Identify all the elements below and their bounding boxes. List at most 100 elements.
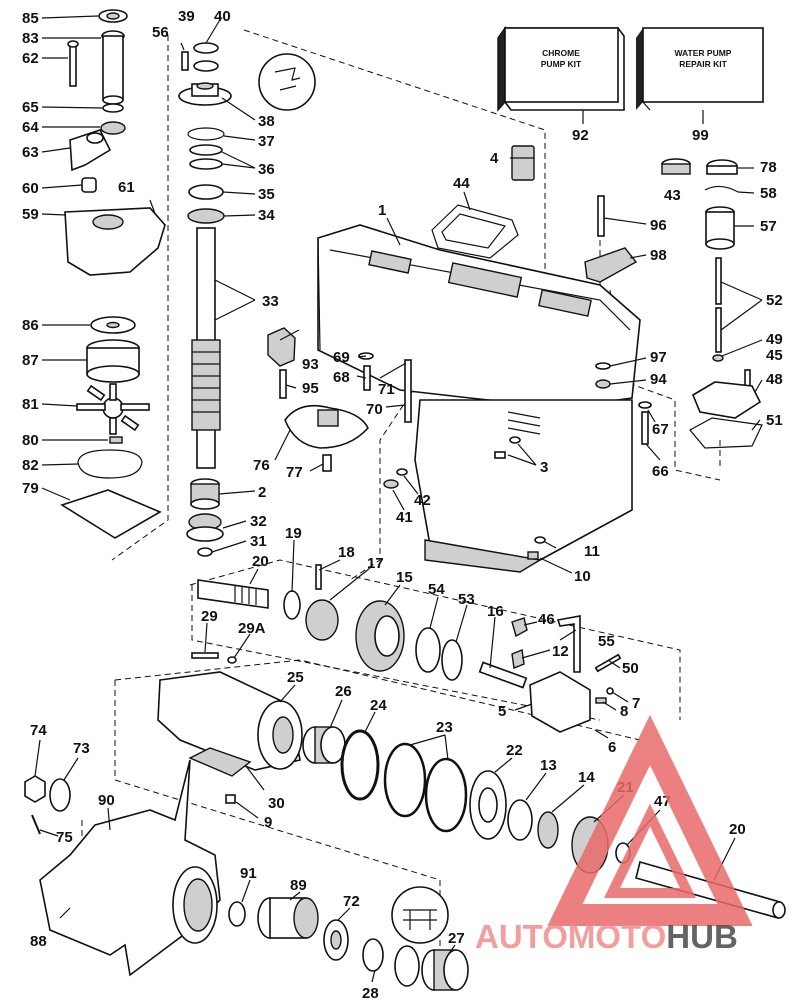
- callout-19: 19: [285, 525, 302, 542]
- callout-69: 69: [333, 349, 350, 366]
- callout-86: 86: [22, 317, 39, 334]
- callout-79: 79: [22, 480, 39, 497]
- callout-82: 82: [22, 457, 39, 474]
- callout-40: 40: [214, 8, 231, 25]
- callout-95: 95: [302, 380, 319, 397]
- callout-5: 5: [498, 703, 506, 720]
- callout-60: 60: [22, 180, 39, 197]
- callout-28: 28: [362, 985, 379, 1000]
- callout-96: 96: [650, 217, 667, 234]
- callout-35: 35: [258, 186, 275, 203]
- callout-88: 88: [30, 933, 47, 950]
- callout-77: 77: [286, 464, 303, 481]
- callout-32: 32: [250, 513, 267, 530]
- callout-9: 9: [264, 814, 272, 831]
- callout-20-lower: 20: [729, 821, 746, 838]
- chrome-pump-kit-line1: CHROME: [542, 48, 580, 58]
- callout-33: 33: [262, 293, 279, 310]
- callout-99: 99: [692, 127, 709, 144]
- callout-2: 2: [258, 484, 266, 501]
- callout-18: 18: [338, 544, 355, 561]
- callout-37: 37: [258, 133, 275, 150]
- callout-48: 48: [766, 371, 783, 388]
- callout-49: 49: [766, 331, 783, 348]
- callout-22: 22: [506, 742, 523, 759]
- callout-45: 45: [766, 347, 783, 364]
- callout-92: 92: [572, 127, 589, 144]
- assembly-dashed-lines: [81, 29, 721, 960]
- watermark-logo: [547, 714, 753, 926]
- callout-16: 16: [487, 603, 504, 620]
- callout-34: 34: [258, 207, 275, 224]
- callout-64: 64: [22, 119, 39, 136]
- callout-13: 13: [540, 757, 557, 774]
- callout-85: 85: [22, 10, 39, 27]
- callout-72: 72: [343, 893, 360, 910]
- callout-46: 46: [538, 611, 555, 628]
- water-pump-parts: [60, 9, 166, 539]
- callout-44: 44: [453, 175, 470, 192]
- callout-29: 29: [201, 608, 218, 625]
- callout-94: 94: [650, 371, 667, 388]
- callout-53: 53: [458, 591, 475, 608]
- callout-97: 97: [650, 349, 667, 366]
- callout-71: 71: [378, 381, 395, 398]
- callout-38: 38: [258, 113, 275, 130]
- watermark-hub: HUB: [666, 918, 738, 955]
- callout-58: 58: [760, 185, 777, 202]
- propeller-parts: [24, 759, 469, 991]
- callout-24: 24: [370, 697, 387, 714]
- gear-train-parts: [197, 564, 622, 733]
- callout-75: 75: [56, 829, 73, 846]
- callout-12: 12: [552, 643, 569, 660]
- callout-51: 51: [766, 412, 783, 429]
- callout-61: 61: [118, 179, 135, 196]
- callout-74: 74: [30, 722, 47, 739]
- callout-90: 90: [98, 792, 115, 809]
- callout-7: 7: [632, 695, 640, 712]
- callout-8: 8: [620, 703, 628, 720]
- chrome-pump-kit-line2: PUMP KIT: [541, 59, 582, 69]
- callout-20-upper: 20: [252, 553, 269, 570]
- callout-76: 76: [253, 457, 270, 474]
- callout-36: 36: [258, 161, 275, 178]
- callout-78: 78: [760, 159, 777, 176]
- water-pump-repair-kit-box: WATER PUMP REPAIR KIT: [636, 27, 764, 111]
- callout-numbers: 85 83 62 65 64 63 60 61 59 86 87 81 80 8…: [22, 8, 783, 1000]
- anode-part: [511, 145, 535, 181]
- callout-15: 15: [396, 569, 413, 586]
- callout-43: 43: [664, 187, 681, 204]
- water-pump-kit-line1: WATER PUMP: [675, 48, 732, 58]
- callout-50: 50: [622, 660, 639, 677]
- callout-80: 80: [22, 432, 39, 449]
- callout-89: 89: [290, 877, 307, 894]
- callout-54: 54: [428, 581, 445, 598]
- callout-11: 11: [584, 543, 600, 560]
- callout-59: 59: [22, 206, 39, 223]
- chrome-pump-kit-box: CHROME PUMP KIT: [497, 25, 625, 112]
- callout-17: 17: [367, 555, 384, 572]
- callout-3: 3: [540, 459, 548, 476]
- callout-6: 6: [608, 739, 616, 756]
- callout-63: 63: [22, 144, 39, 161]
- callout-81: 81: [22, 396, 39, 413]
- center-misc-parts: [267, 327, 412, 472]
- callout-65: 65: [22, 99, 39, 116]
- water-pump-kit-line2: REPAIR KIT: [679, 59, 727, 69]
- callout-56: 56: [152, 24, 169, 41]
- callout-4: 4: [490, 150, 499, 167]
- callout-26: 26: [335, 683, 352, 700]
- callout-31: 31: [250, 533, 267, 550]
- callout-30: 30: [268, 795, 285, 812]
- callout-91: 91: [240, 865, 257, 882]
- callout-66: 66: [652, 463, 669, 480]
- callout-55: 55: [598, 633, 615, 650]
- callout-1: 1: [378, 202, 386, 219]
- callout-25: 25: [287, 669, 304, 686]
- callout-70: 70: [366, 401, 383, 418]
- callout-10: 10: [574, 568, 591, 585]
- detail-insets: [258, 53, 449, 944]
- callout-67: 67: [652, 421, 669, 438]
- driveshaft-parts: [178, 42, 232, 557]
